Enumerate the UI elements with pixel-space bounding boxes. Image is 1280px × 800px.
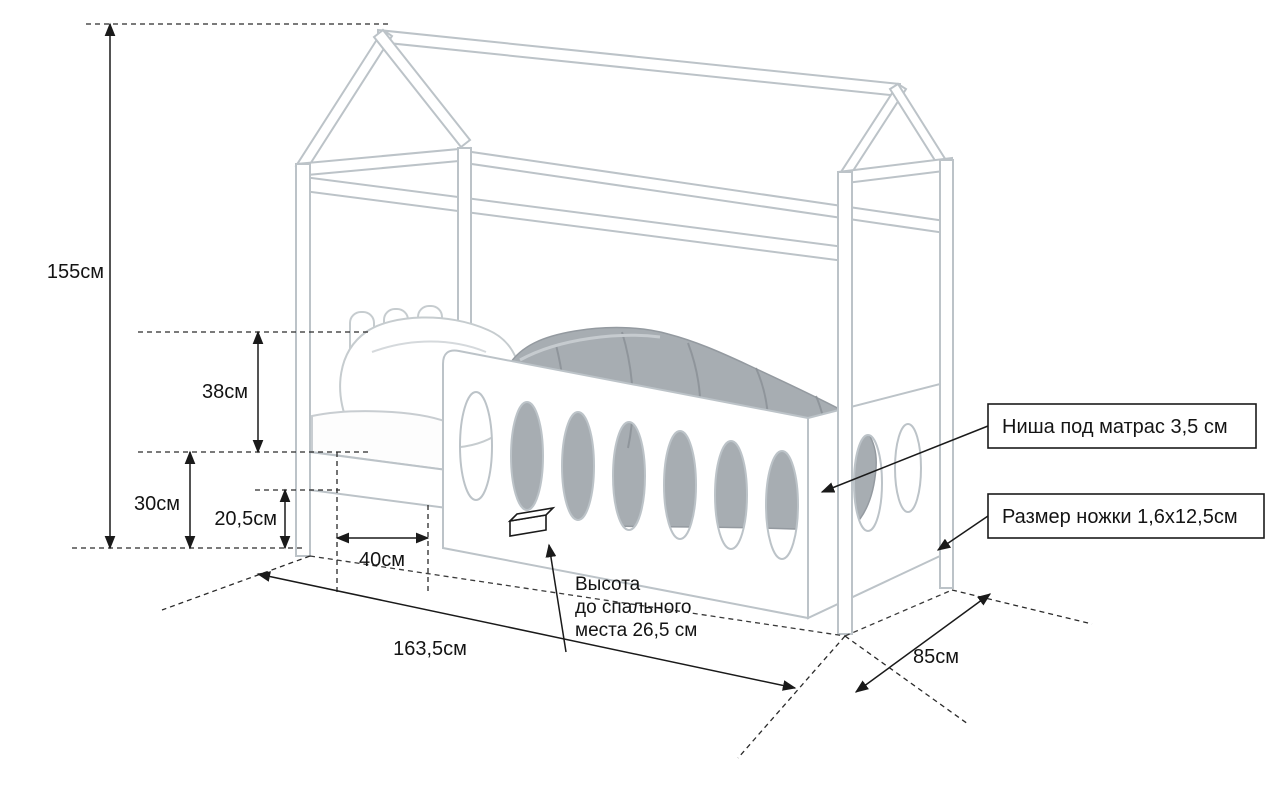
front-rail-board bbox=[442, 349, 809, 620]
label-leg: Размер ножки 1,6х12,5см bbox=[1002, 506, 1238, 528]
rear-right-post bbox=[939, 159, 954, 589]
bed-illustration bbox=[294, 28, 954, 637]
dimension-annotations: 155см 38см 30см 20,5см 40см bbox=[47, 22, 1265, 759]
right-gable-slope-right bbox=[888, 82, 951, 172]
end-rail-board bbox=[807, 382, 941, 620]
pillow-crease bbox=[371, 340, 487, 353]
callout-mattress-niche: Ниша под матрас 3,5 см bbox=[820, 403, 1257, 493]
label-sleep-height-1: Высота bbox=[575, 574, 641, 595]
front-eave-beam bbox=[295, 174, 853, 264]
dimension-base-height: 30см bbox=[134, 450, 196, 550]
front-right-post bbox=[837, 171, 853, 635]
label-clearance: 20,5см bbox=[214, 508, 277, 530]
label-base-height: 30см bbox=[134, 493, 180, 515]
front-left-post bbox=[295, 163, 311, 557]
dimension-total-height: 155см bbox=[47, 22, 388, 550]
niche-callout-box bbox=[987, 403, 1257, 449]
left-gable-slope-left bbox=[294, 28, 394, 174]
label-niche: Ниша под матрас 3,5 см bbox=[1002, 416, 1228, 438]
roof-ridge-beam bbox=[377, 28, 901, 98]
label-depth: 85см bbox=[913, 646, 959, 668]
note-sleep-height: Высота до спального места 26,5 см bbox=[507, 506, 697, 653]
left-end-crossbeam bbox=[295, 146, 471, 178]
blanket-highlight bbox=[519, 333, 661, 362]
callout-leg-size: Размер ножки 1,6х12,5см bbox=[936, 493, 1265, 551]
label-opening: 40см bbox=[359, 549, 405, 571]
label-sleep-height-3: места 26,5 см bbox=[575, 620, 697, 641]
leg-callout-box bbox=[987, 493, 1265, 539]
dimension-rail-height: 38см bbox=[138, 330, 368, 454]
label-total-height: 155см bbox=[47, 261, 104, 283]
dimension-depth: 85см bbox=[844, 589, 1093, 725]
label-length: 163,5см bbox=[393, 638, 467, 660]
dimension-clearance: 20,5см bbox=[214, 488, 340, 550]
label-sleep-height-2: до спального bbox=[575, 597, 691, 618]
dimension-length: 163,5см bbox=[161, 555, 846, 759]
label-rail-height: 38см bbox=[202, 381, 248, 403]
slat-reference-box-top bbox=[507, 506, 556, 523]
